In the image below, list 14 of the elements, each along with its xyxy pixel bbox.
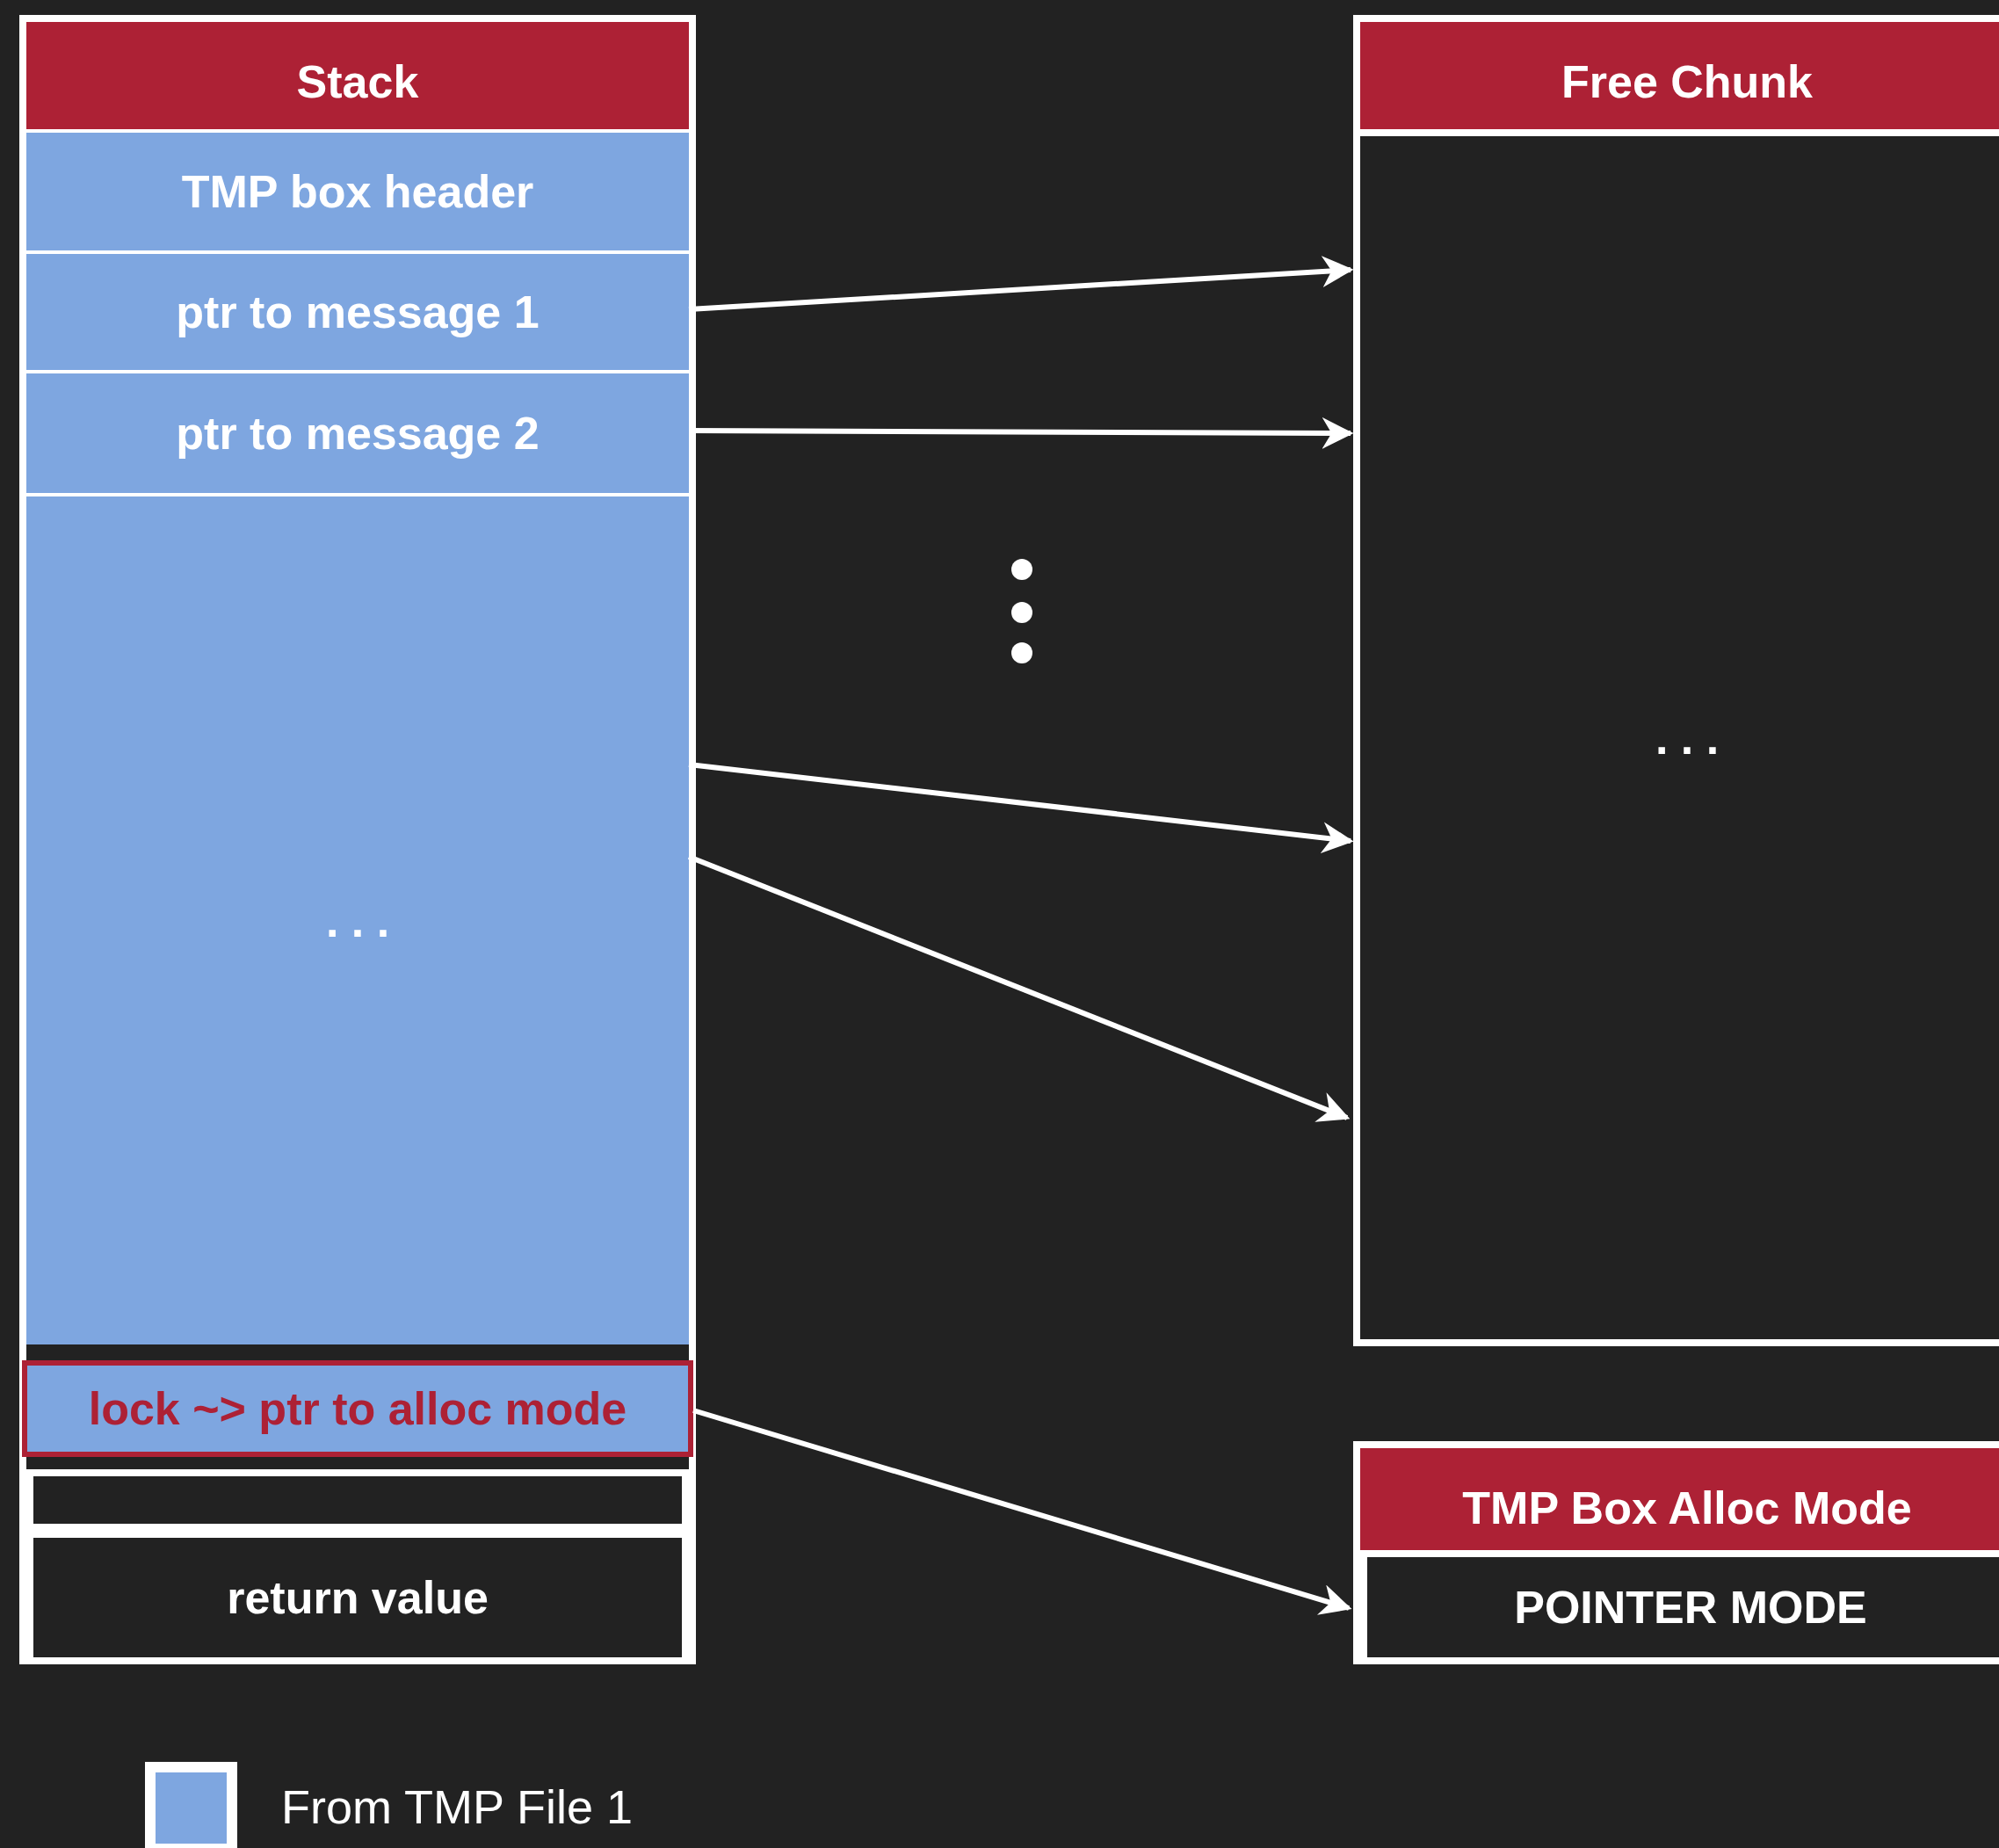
memory-cell: ptr to message 2 — [26, 370, 689, 493]
legend-label: From TMP File 1 — [281, 1779, 634, 1834]
memory-cell: ptr to message 1 — [26, 250, 689, 370]
arrow — [688, 255, 1354, 312]
arrow — [692, 1408, 1352, 1615]
memory-region — [1353, 15, 1999, 1346]
highlighted-memory-cell: lock ~> ptr to alloc mode — [22, 1360, 693, 1457]
heading: Free Chunk — [1360, 22, 1999, 136]
arrow — [687, 854, 1351, 1122]
memory-region — [19, 15, 696, 1664]
arrow — [688, 762, 1354, 854]
ellipsis-text: . . . — [1654, 711, 1720, 765]
memory-cell: . . . — [26, 493, 689, 1344]
memory-region — [1353, 1441, 1999, 1664]
